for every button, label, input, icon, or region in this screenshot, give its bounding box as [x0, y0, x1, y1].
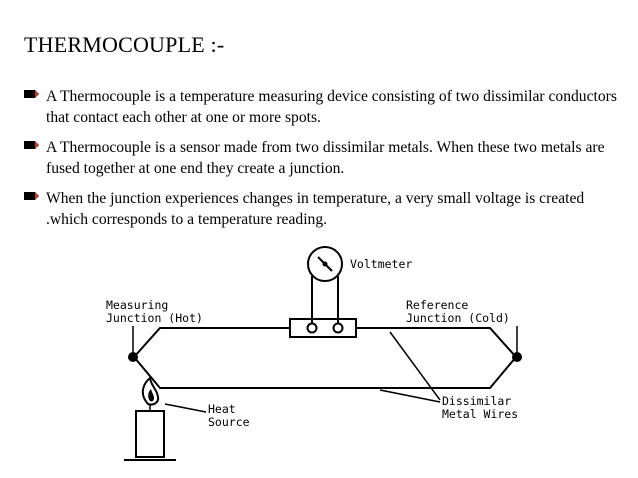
terminal-left [306, 322, 318, 334]
bullet-item: A Thermocouple is a sensor made from two… [24, 137, 624, 179]
lower-wire [133, 356, 517, 389]
voltmeter-icon [307, 246, 343, 282]
thermocouple-diagram: Voltmeter Measuring Junction (Hot) Refer… [106, 246, 522, 461]
dissimilar-wires-label: Dissimilar [442, 394, 511, 408]
bullet-list: A Thermocouple is a temperature measurin… [24, 86, 624, 239]
pencil-bullet-icon [24, 141, 39, 149]
measuring-junction-label: Measuring [106, 298, 168, 312]
upper-wire-right [354, 327, 517, 358]
heat-source-candle-icon [124, 376, 176, 461]
terminal-right [332, 322, 344, 334]
reference-junction-label: Reference [406, 298, 468, 312]
upper-wire [133, 327, 292, 358]
voltmeter-label: Voltmeter [350, 257, 412, 271]
measuring-junction-dot [128, 352, 138, 362]
bullet-item: When the junction experiences changes in… [24, 188, 624, 230]
bullet-text: A Thermocouple is a temperature measurin… [46, 88, 617, 126]
bullet-text: When the junction experiences changes in… [46, 190, 585, 228]
pencil-bullet-icon [24, 192, 39, 200]
bullet-text: A Thermocouple is a sensor made from two… [46, 139, 605, 177]
bullet-item: A Thermocouple is a temperature measurin… [24, 86, 624, 128]
reference-junction-label-2: Junction (Cold) [406, 311, 510, 325]
measuring-junction-label-2: Junction (Hot) [106, 311, 203, 325]
heat-source-label-2: Source [208, 415, 250, 429]
dissimilar-wires-label-2: Metal Wires [442, 407, 518, 421]
reference-junction-dot [512, 352, 522, 362]
terminal-block [289, 318, 357, 338]
heat-source-label: Heat [208, 402, 236, 416]
page-title: THERMOCOUPLE :- [24, 32, 225, 57]
pencil-bullet-icon [24, 90, 39, 98]
